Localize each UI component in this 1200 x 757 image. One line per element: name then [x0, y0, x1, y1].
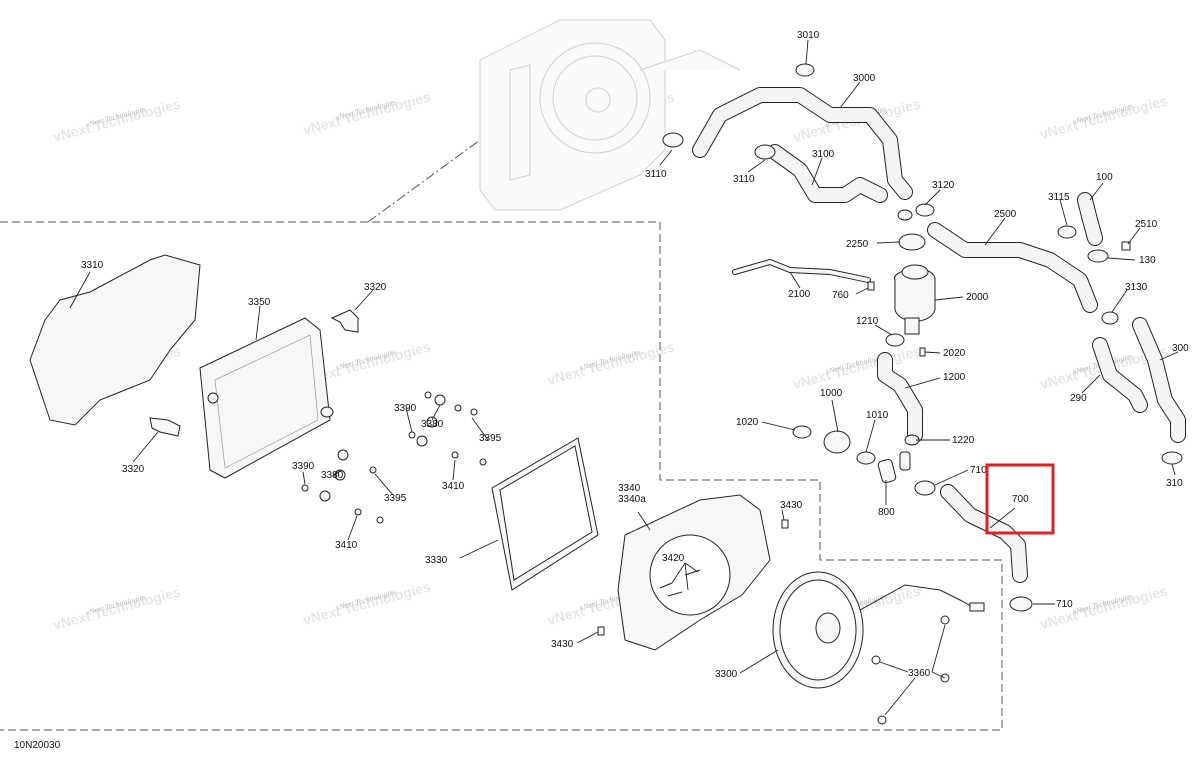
callout-3390[interactable]: 3390	[292, 461, 315, 472]
callout-3120[interactable]: 3120	[932, 180, 955, 191]
callout-300[interactable]: 300	[1172, 343, 1189, 354]
callout-3390[interactable]: 3390	[394, 403, 417, 414]
callout-3130[interactable]: 3130	[1125, 282, 1148, 293]
hose-100	[1077, 192, 1103, 246]
clamp-710-lower	[1009, 596, 1033, 612]
bracket-3320-lower	[149, 417, 181, 437]
callout-310[interactable]: 310	[1166, 478, 1183, 489]
callout-3340[interactable]: 3340	[618, 483, 641, 494]
callout-3100[interactable]: 3100	[812, 149, 835, 160]
callout-2100[interactable]: 2100	[788, 289, 811, 300]
callout-3350[interactable]: 3350	[248, 297, 271, 308]
callout-3310[interactable]: 3310	[81, 260, 104, 271]
callout-3395[interactable]: 3395	[384, 493, 407, 504]
highlight-box	[985, 463, 1055, 535]
callout-3010[interactable]: 3010	[797, 30, 820, 41]
callout-2020[interactable]: 2020	[943, 348, 966, 359]
radiator-3350	[199, 317, 334, 479]
callout-3320[interactable]: 3320	[364, 282, 387, 293]
callout-3300[interactable]: 3300	[715, 669, 738, 680]
callout-3410[interactable]: 3410	[442, 481, 465, 492]
leader-lines	[69, 39, 1179, 716]
clamp-1210	[885, 333, 905, 347]
screw-2020	[919, 347, 926, 357]
clamp-3120	[897, 203, 935, 221]
clamp-310	[1161, 451, 1183, 465]
callout-3380[interactable]: 3380	[321, 470, 344, 481]
hose-3000	[692, 87, 913, 200]
screws-3420	[659, 569, 701, 597]
callout-2510[interactable]: 2510	[1135, 219, 1158, 230]
clamp-130	[1087, 249, 1109, 263]
callout-2250[interactable]: 2250	[846, 239, 869, 250]
clamp-1020	[792, 425, 812, 439]
callout-2000[interactable]: 2000	[966, 292, 989, 303]
pipe-2100	[732, 258, 871, 283]
callout-1010[interactable]: 1010	[866, 410, 889, 421]
seal-3330	[491, 437, 599, 591]
clamp-3110-b	[754, 144, 776, 160]
callout-710[interactable]: 710	[1056, 599, 1073, 610]
hose-3100	[767, 144, 888, 203]
callout-2500[interactable]: 2500	[994, 209, 1017, 220]
sleeve-1000	[823, 430, 851, 454]
diagram-code: 10N20030	[14, 740, 61, 751]
callout-1210[interactable]: 1210	[856, 316, 879, 327]
clamp-710-upper	[914, 480, 936, 496]
screw-3430-upper	[781, 519, 789, 529]
cap-2250	[898, 233, 926, 251]
ghost-radiator-assembly	[479, 19, 741, 211]
assembly-dash-line	[367, 139, 481, 223]
clamp-1010	[856, 451, 876, 465]
screw-760	[867, 281, 875, 291]
callout-3395[interactable]: 3395	[479, 433, 502, 444]
callout-130[interactable]: 130	[1139, 255, 1156, 266]
callout-3340a[interactable]: 3340a	[618, 494, 646, 505]
hose-2500	[927, 222, 1098, 313]
callout-1020[interactable]: 1020	[736, 417, 759, 428]
group-boundary	[0, 221, 1003, 731]
hose-1200	[877, 352, 923, 443]
callout-3110[interactable]: 3110	[645, 169, 667, 180]
hose-300	[1132, 317, 1186, 443]
reservoir-2000	[894, 264, 936, 335]
clamp-3115	[1057, 225, 1077, 239]
callout-700[interactable]: 700	[1012, 494, 1029, 505]
callout-1220[interactable]: 1220	[952, 435, 975, 446]
callout-3320[interactable]: 3320	[122, 464, 145, 475]
callout-3410[interactable]: 3410	[335, 540, 358, 551]
callout-3330[interactable]: 3330	[425, 555, 448, 566]
callout-290[interactable]: 290	[1070, 393, 1087, 404]
callout-3000[interactable]: 3000	[853, 73, 876, 84]
clamp-3110-a	[662, 132, 684, 148]
hardware-group-lower	[301, 449, 384, 524]
callout-3430[interactable]: 3430	[551, 639, 574, 650]
callout-800[interactable]: 800	[878, 507, 895, 518]
callout-3430[interactable]: 3430	[780, 500, 803, 511]
callout-3360[interactable]: 3360	[908, 668, 931, 679]
fan-3300	[772, 571, 985, 689]
callout-1200[interactable]: 1200	[943, 372, 966, 383]
callout-labels: 3010 3000 3110 3110 3100 3120 3115 100 2…	[81, 30, 1189, 680]
shroud-3310	[29, 254, 201, 426]
bracket-3320-upper	[330, 309, 359, 333]
clamp-3010	[795, 63, 815, 77]
hardware-group-upper	[408, 391, 487, 466]
fitting-800	[877, 451, 911, 484]
callout-3380[interactable]: 3380	[421, 419, 444, 430]
nuts-3360	[871, 615, 950, 725]
hose-290	[1092, 337, 1148, 413]
callout-100[interactable]: 100	[1096, 172, 1113, 183]
callout-710[interactable]: 710	[970, 465, 987, 476]
callout-1000[interactable]: 1000	[820, 388, 843, 399]
clamp-3130	[1101, 311, 1119, 325]
callout-3110[interactable]: 3110	[733, 174, 755, 185]
fitting-2510	[1121, 241, 1131, 251]
callout-760[interactable]: 760	[832, 290, 849, 301]
screw-3430-lower	[597, 626, 605, 636]
callout-3420[interactable]: 3420	[662, 553, 685, 564]
callout-3115[interactable]: 3115	[1048, 192, 1070, 203]
